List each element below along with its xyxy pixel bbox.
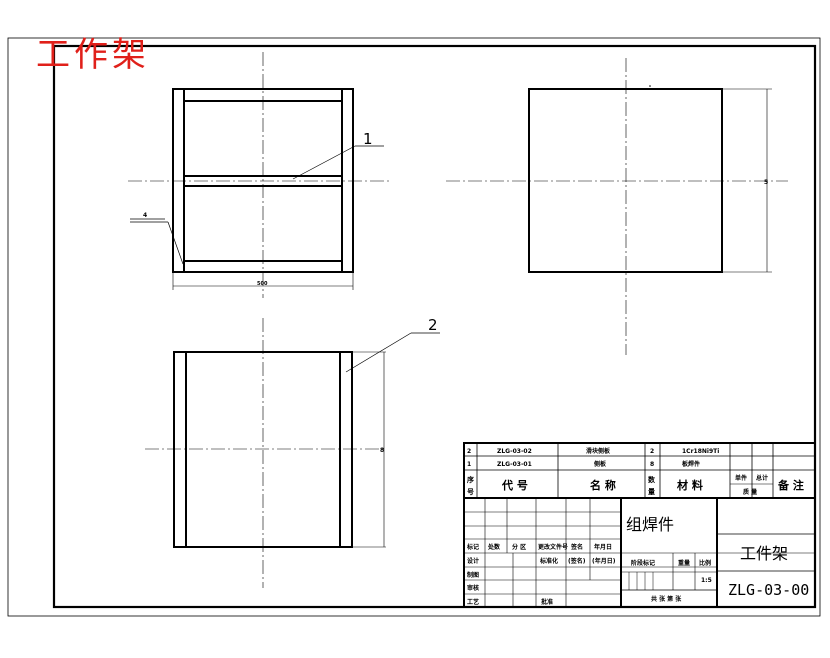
header-material: 材 料: [677, 478, 703, 492]
drawing-code: ZLG-03-00: [728, 581, 809, 599]
svg-text:量: 量: [648, 487, 655, 496]
part-1-material: 板焊件: [682, 460, 700, 468]
part-1-code: ZLG-03-01: [497, 461, 532, 468]
svg-text:更改文件号: 更改文件号: [538, 543, 568, 551]
svg-text:批准: 批准: [541, 598, 553, 606]
svg-text:5: 5: [764, 179, 768, 186]
part-1-no: 1: [467, 461, 471, 468]
plan-outline: [173, 351, 353, 548]
header-name: 名 称: [590, 478, 616, 492]
svg-text:8: 8: [380, 447, 384, 454]
svg-text:制图: 制图: [467, 571, 479, 579]
leader-2: [345, 332, 412, 373]
title-block: [463, 442, 816, 608]
svg-text:比例: 比例: [699, 559, 711, 567]
assembly-name: 组焊件: [626, 515, 674, 534]
svg-text:4: 4: [143, 212, 147, 219]
svg-text:号: 号: [467, 487, 474, 496]
stamp-title: 工作架: [36, 35, 150, 75]
part-2-no: 2: [467, 448, 471, 455]
header-remark: 备 注: [777, 478, 804, 492]
header-code: 代 号: [501, 478, 528, 492]
svg-text:处数: 处数: [487, 543, 501, 551]
svg-text:单件: 单件: [735, 474, 747, 482]
svg-text:重量: 重量: [678, 559, 690, 567]
side-view: 5: [446, 58, 788, 355]
frame-outline: [172, 88, 354, 273]
svg-text:工艺: 工艺: [467, 598, 479, 606]
part-1-name: 侧板: [594, 460, 607, 468]
leader-1: [292, 145, 356, 180]
side-outline: [528, 88, 723, 273]
balloon-2: 2: [428, 316, 438, 334]
svg-text:审核: 审核: [467, 584, 479, 592]
balloon-1: 1: [363, 130, 373, 148]
svg-text:阶段标记: 阶段标记: [631, 559, 655, 567]
svg-text:标准化: 标准化: [539, 557, 558, 565]
svg-text:标记: 标记: [466, 543, 479, 551]
svg-text:质 量: 质 量: [743, 488, 757, 496]
outer-border: [7, 37, 821, 617]
part-1-qty: 8: [650, 461, 654, 468]
svg-text:序: 序: [466, 475, 474, 484]
svg-text:总计: 总计: [756, 474, 768, 482]
title-block-text: 2 ZLG-03-02 滑块侧板 2 1Cr18Ni9Ti 1 ZLG-03-0…: [466, 447, 809, 606]
svg-text:500: 500: [257, 281, 268, 287]
svg-text:设计: 设计: [467, 557, 479, 565]
svg-text:共 张 第 张: 共 张 第 张: [651, 595, 682, 603]
svg-text:(签名): (签名): [568, 557, 586, 565]
front-view: 4 500 1: [128, 52, 392, 298]
svg-text:数: 数: [648, 475, 656, 484]
plan-view: 8 2: [145, 316, 440, 588]
svg-text:分 区: 分 区: [512, 543, 526, 551]
drawing-name: 工件架: [740, 544, 788, 563]
part-2-qty: 2: [650, 448, 654, 455]
part-2-material: 1Cr18Ni9Ti: [682, 448, 719, 455]
inner-frame: [52, 44, 817, 609]
part-2-code: ZLG-03-02: [497, 448, 532, 455]
part-2-name: 滑块侧板: [586, 447, 611, 455]
svg-text:签名: 签名: [570, 543, 583, 551]
svg-text:年月日: 年月日: [594, 543, 612, 551]
svg-text:1:5: 1:5: [701, 577, 712, 584]
svg-text:(年月日): (年月日): [592, 557, 616, 565]
